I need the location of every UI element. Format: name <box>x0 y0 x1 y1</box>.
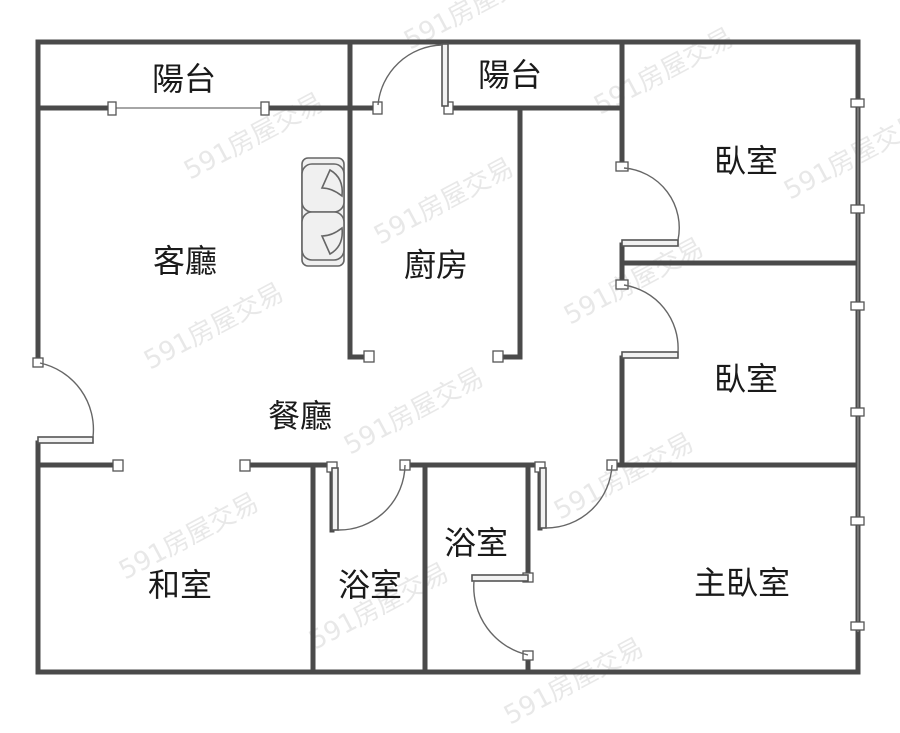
room-label-kitchen: 廚房 <box>404 246 468 284</box>
window-tick <box>850 516 865 526</box>
window-tick <box>850 301 865 311</box>
watermark: 591房屋交易 <box>499 633 649 732</box>
jamb <box>112 459 124 472</box>
room-label-dining-room: 餐廳 <box>268 397 332 435</box>
room-label-master-bedroom: 主臥室 <box>694 564 790 602</box>
watermark: 591房屋交易 <box>779 108 900 207</box>
watermark: 591房屋交易 <box>369 153 519 252</box>
windows <box>107 98 865 632</box>
room-label-bedroom-middle: 臥室 <box>714 360 778 398</box>
bathroom-right-door <box>471 574 529 656</box>
room-labels: 陽台 陽台 客廳 廚房 臥室 臥室 餐廳 和室 浴室 浴室 主臥室 <box>148 56 790 604</box>
watermark: 591房屋交易 <box>139 278 289 377</box>
bathroom-left-door <box>331 464 406 531</box>
master-bedroom-door <box>539 464 613 529</box>
window-tick <box>850 407 865 417</box>
room-label-balcony-right: 陽台 <box>478 56 542 94</box>
kitchen-right-wall <box>495 105 523 360</box>
room-label-bathroom-right: 浴室 <box>444 524 508 562</box>
jamb <box>363 350 375 363</box>
window-jamb <box>107 101 117 116</box>
room-label-living-room: 客廳 <box>153 242 217 280</box>
window-jamb <box>260 101 270 116</box>
watermark: 591房屋交易 <box>559 233 709 332</box>
jamb <box>615 279 629 290</box>
jamb <box>372 101 383 115</box>
window-tick <box>850 204 865 214</box>
room-label-bathroom-left: 浴室 <box>338 566 402 604</box>
room-label-balcony-left: 陽台 <box>152 60 216 98</box>
jamb <box>239 459 251 472</box>
watermark: 591房屋交易 <box>339 363 489 462</box>
jamb <box>492 350 504 363</box>
jamb <box>32 357 44 368</box>
bedroom-middle-door <box>621 284 679 359</box>
bedroom-top-door <box>621 167 680 247</box>
window-tick <box>850 621 865 631</box>
sofa-icon <box>301 157 345 267</box>
entrance-door <box>37 362 95 444</box>
doors <box>37 43 680 656</box>
jamb <box>522 650 534 661</box>
window-tick <box>850 98 865 108</box>
jamb <box>615 161 629 172</box>
watermark: 591房屋交易 <box>399 0 549 56</box>
balcony-door <box>377 43 449 107</box>
room-label-bedroom-top: 臥室 <box>714 142 778 180</box>
kitchen-left-wall <box>347 105 371 360</box>
room-label-japanese-room: 和室 <box>148 566 212 604</box>
